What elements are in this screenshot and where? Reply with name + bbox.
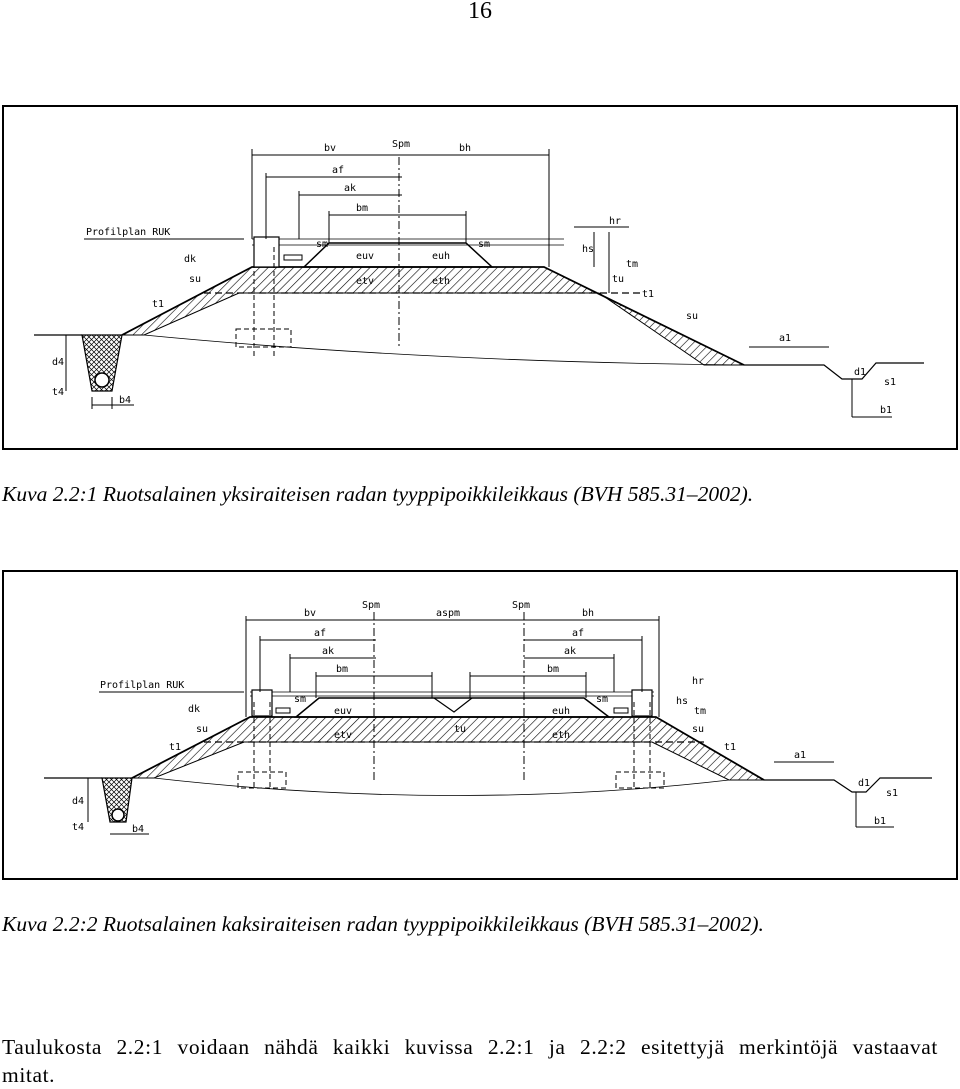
label-sm-right: sm [478, 239, 490, 250]
label-hr: hr [692, 676, 704, 687]
label-t1-left: t1 [152, 299, 164, 310]
label-b4: b4 [119, 395, 131, 406]
drain-pipe-icon [94, 372, 110, 388]
label-euh: euh [552, 706, 570, 717]
label-spm-right: Spm [512, 600, 530, 611]
label-su-right: su [686, 311, 698, 322]
figure1-caption: Kuva 2.2:1 Ruotsalainen yksiraiteisen ra… [2, 482, 754, 506]
label-su-left: su [196, 724, 208, 735]
label-tm: tm [626, 259, 638, 270]
label-su-right: su [692, 724, 704, 735]
label-dk: dk [184, 254, 196, 265]
label-euv: euv [356, 251, 374, 262]
label-profile: Profilplan RUK [86, 227, 170, 238]
label-aspm: aspm [436, 608, 460, 619]
label-tm: tm [694, 706, 706, 717]
page-number: 16 [468, 0, 492, 24]
label-a1: a1 [779, 333, 791, 344]
label-af-right: af [572, 628, 584, 639]
label-bm-right: bm [547, 664, 559, 675]
single-track-drawing: Profilplan RUK bv Spm bh af ak bm hr hs … [34, 139, 924, 418]
label-bh: bh [582, 608, 594, 619]
label-t1-right: t1 [642, 289, 654, 300]
label-spm: Spm [392, 139, 410, 150]
figure2-caption: Kuva 2.2:2 Ruotsalainen kaksiraiteisen r… [2, 912, 764, 936]
label-bv: bv [304, 608, 316, 619]
label-profile: Profilplan RUK [100, 680, 184, 691]
label-bv: bv [324, 143, 336, 154]
label-ak-left: ak [322, 646, 334, 657]
label-hs: hs [582, 244, 594, 255]
label-t4: t4 [52, 387, 64, 398]
label-d1: d1 [858, 778, 870, 789]
label-sm-left: sm [316, 239, 328, 250]
label-s1: s1 [884, 377, 896, 388]
label-etv: etv [334, 730, 352, 741]
label-d4: d4 [52, 357, 64, 368]
label-bm-left: bm [336, 664, 348, 675]
label-spm-left: Spm [362, 600, 380, 611]
label-b1: b1 [880, 405, 892, 416]
label-s1: s1 [886, 788, 898, 799]
label-eth: eth [552, 730, 570, 741]
figure-double-track-cross-section: Profilplan RUK bv Spm aspm Spm bh af af … [2, 570, 958, 880]
label-hr: hr [609, 216, 621, 227]
drain-pipe-icon [111, 808, 125, 822]
label-af: af [332, 165, 344, 176]
label-a1: a1 [794, 750, 806, 761]
figure-single-track-cross-section: Profilplan RUK bv Spm bh af ak bm hr hs … [2, 105, 958, 450]
label-t4: t4 [72, 822, 84, 833]
label-b1: b1 [874, 816, 886, 827]
label-dk: dk [188, 704, 200, 715]
label-b4: b4 [132, 824, 144, 835]
label-su-left: su [189, 274, 201, 285]
label-t1-left: t1 [169, 742, 181, 753]
label-tu: tu [612, 274, 624, 285]
label-bm: bm [356, 203, 368, 214]
double-track-drawing: Profilplan RUK bv Spm aspm Spm bh af af … [44, 600, 932, 835]
label-euh: euh [432, 251, 450, 262]
label-t1-right: t1 [724, 742, 736, 753]
label-af-left: af [314, 628, 326, 639]
label-etv: etv [356, 276, 374, 287]
label-eth: eth [432, 276, 450, 287]
label-d1: d1 [854, 367, 866, 378]
label-sm-right: sm [596, 694, 608, 705]
label-d4: d4 [72, 796, 84, 807]
body-paragraph: Taulukosta 2.2:1 voidaan nähdä kaikki ku… [2, 1035, 938, 1087]
label-bh: bh [459, 143, 471, 154]
label-euv: euv [334, 706, 352, 717]
label-sm-left: sm [294, 694, 306, 705]
label-tu: tu [454, 724, 466, 735]
label-hs: hs [676, 696, 688, 707]
label-ak-right: ak [564, 646, 576, 657]
label-ak: ak [344, 183, 356, 194]
